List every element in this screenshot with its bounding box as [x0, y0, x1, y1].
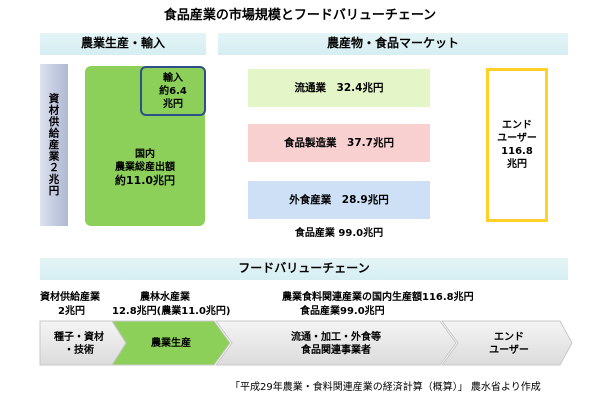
- section-header-food-market: 農産物・食品マーケット: [218, 33, 568, 55]
- domestic-agriculture-box: 国内 農業総産出額 約11.0兆円: [85, 66, 205, 226]
- materials-supply-bar: 資材供給産業２兆円: [40, 64, 68, 226]
- chain-step-food-business-arrow: [215, 320, 457, 366]
- stat-materials-value: 2兆円: [58, 306, 85, 317]
- restaurant-box: 外食産業 28.9兆円: [248, 181, 430, 219]
- stat-food-industry-value: 食品産業99.0兆円: [300, 306, 385, 317]
- source-note: 「平成29年農業・食料関連産業の経済計算（概算）」 農水省より作成: [230, 382, 541, 393]
- end-user-line4: 兆円: [507, 159, 527, 170]
- chain-step-seeds: 種子・資材 ・技術: [42, 331, 116, 357]
- chain-step-farming: 農業生産: [151, 338, 191, 349]
- food-manufacturing-box: 食品製造業 37.7兆円: [248, 124, 430, 162]
- value-chain-header: フードバリューチェーン: [40, 258, 568, 280]
- end-user-line1: エンド: [502, 120, 532, 131]
- domestic-line2: 農業総産出額: [115, 161, 175, 173]
- stat-agri-value: 12.8兆円(農業11.0兆円): [112, 306, 231, 317]
- chain-step-seeds-line1: 種子・資材: [54, 332, 104, 343]
- chain-step-food-business: 流通・加工・外食等 食品関連事業者: [232, 331, 440, 357]
- chain-step-food-business-line1: 流通・加工・外食等: [291, 332, 381, 343]
- section-header-agri-production: 農業生産・輸入: [40, 33, 206, 55]
- imports-line1: 輸入: [163, 72, 183, 84]
- chain-step-end-user-line2: ユーザー: [489, 345, 529, 356]
- stat-agri-label: 農林水産業: [140, 292, 190, 303]
- imports-line2: 約6.4: [159, 85, 187, 97]
- end-user-line2: ユーザー: [497, 133, 537, 144]
- chain-step-food-business-line2: 食品関連事業者: [301, 345, 371, 356]
- end-user-box: エンド ユーザー 116.8 兆円: [486, 68, 548, 222]
- end-user-line3: 116.8: [501, 146, 533, 157]
- chain-step-seeds-line2: ・技術: [64, 345, 94, 356]
- chain-step-farming-arrow: [111, 320, 231, 366]
- distribution-box: 流通業 32.4兆円: [248, 69, 430, 107]
- chain-step-end-user: エンド ユーザー: [458, 331, 560, 357]
- imports-line3: 兆円: [163, 98, 183, 110]
- food-industry-total: 食品産業 99.0兆円: [294, 228, 384, 239]
- chain-step-end-user-line1: エンド: [494, 332, 524, 343]
- stat-food-related-label: 農業食料関連産業の国内生産額116.8兆円: [282, 292, 474, 303]
- domestic-line1: 国内: [135, 148, 155, 160]
- imports-box: 輸入 約6.4 兆円: [140, 66, 206, 116]
- page-title: 食品産業の市場規模とフードバリューチェーン: [163, 8, 437, 23]
- chain-step-end-user-arrow: [441, 320, 573, 366]
- domestic-line3: 約11.0兆円: [114, 173, 176, 187]
- stat-materials-label: 資材供給産業: [40, 292, 100, 303]
